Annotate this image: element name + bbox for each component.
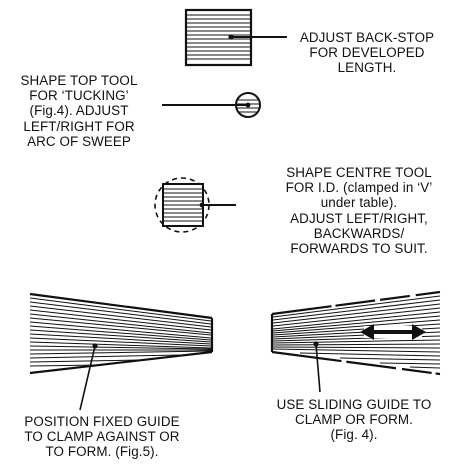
- sliding-guide: [270, 290, 441, 393]
- centre-tool: [154, 177, 236, 233]
- centre-tool-label: SHAPE CENTRE TOOL FOR I.D. (clamped in ‘…: [285, 165, 433, 257]
- back-stop-label: ADJUST BACK-STOP FOR DEVELOPED LENGTH.: [299, 30, 435, 76]
- top-tool-label: SHAPE TOP TOOL FOR ‘TUCKING’ (Fig.4). AD…: [20, 73, 138, 149]
- fixed-guide-label: POSITION FIXED GUIDE TO CLAMP AGAINST OR…: [24, 414, 180, 460]
- top-tool-circle: [162, 92, 261, 118]
- sliding-guide-label: USE SLIDING GUIDE TO CLAMP OR FORM. (Fig…: [276, 397, 432, 443]
- double-arrow-icon: [360, 324, 426, 340]
- back-stop-block: [184, 8, 287, 67]
- fixed-guide: [29, 292, 214, 411]
- back-stop-hatching: [187, 14, 250, 60]
